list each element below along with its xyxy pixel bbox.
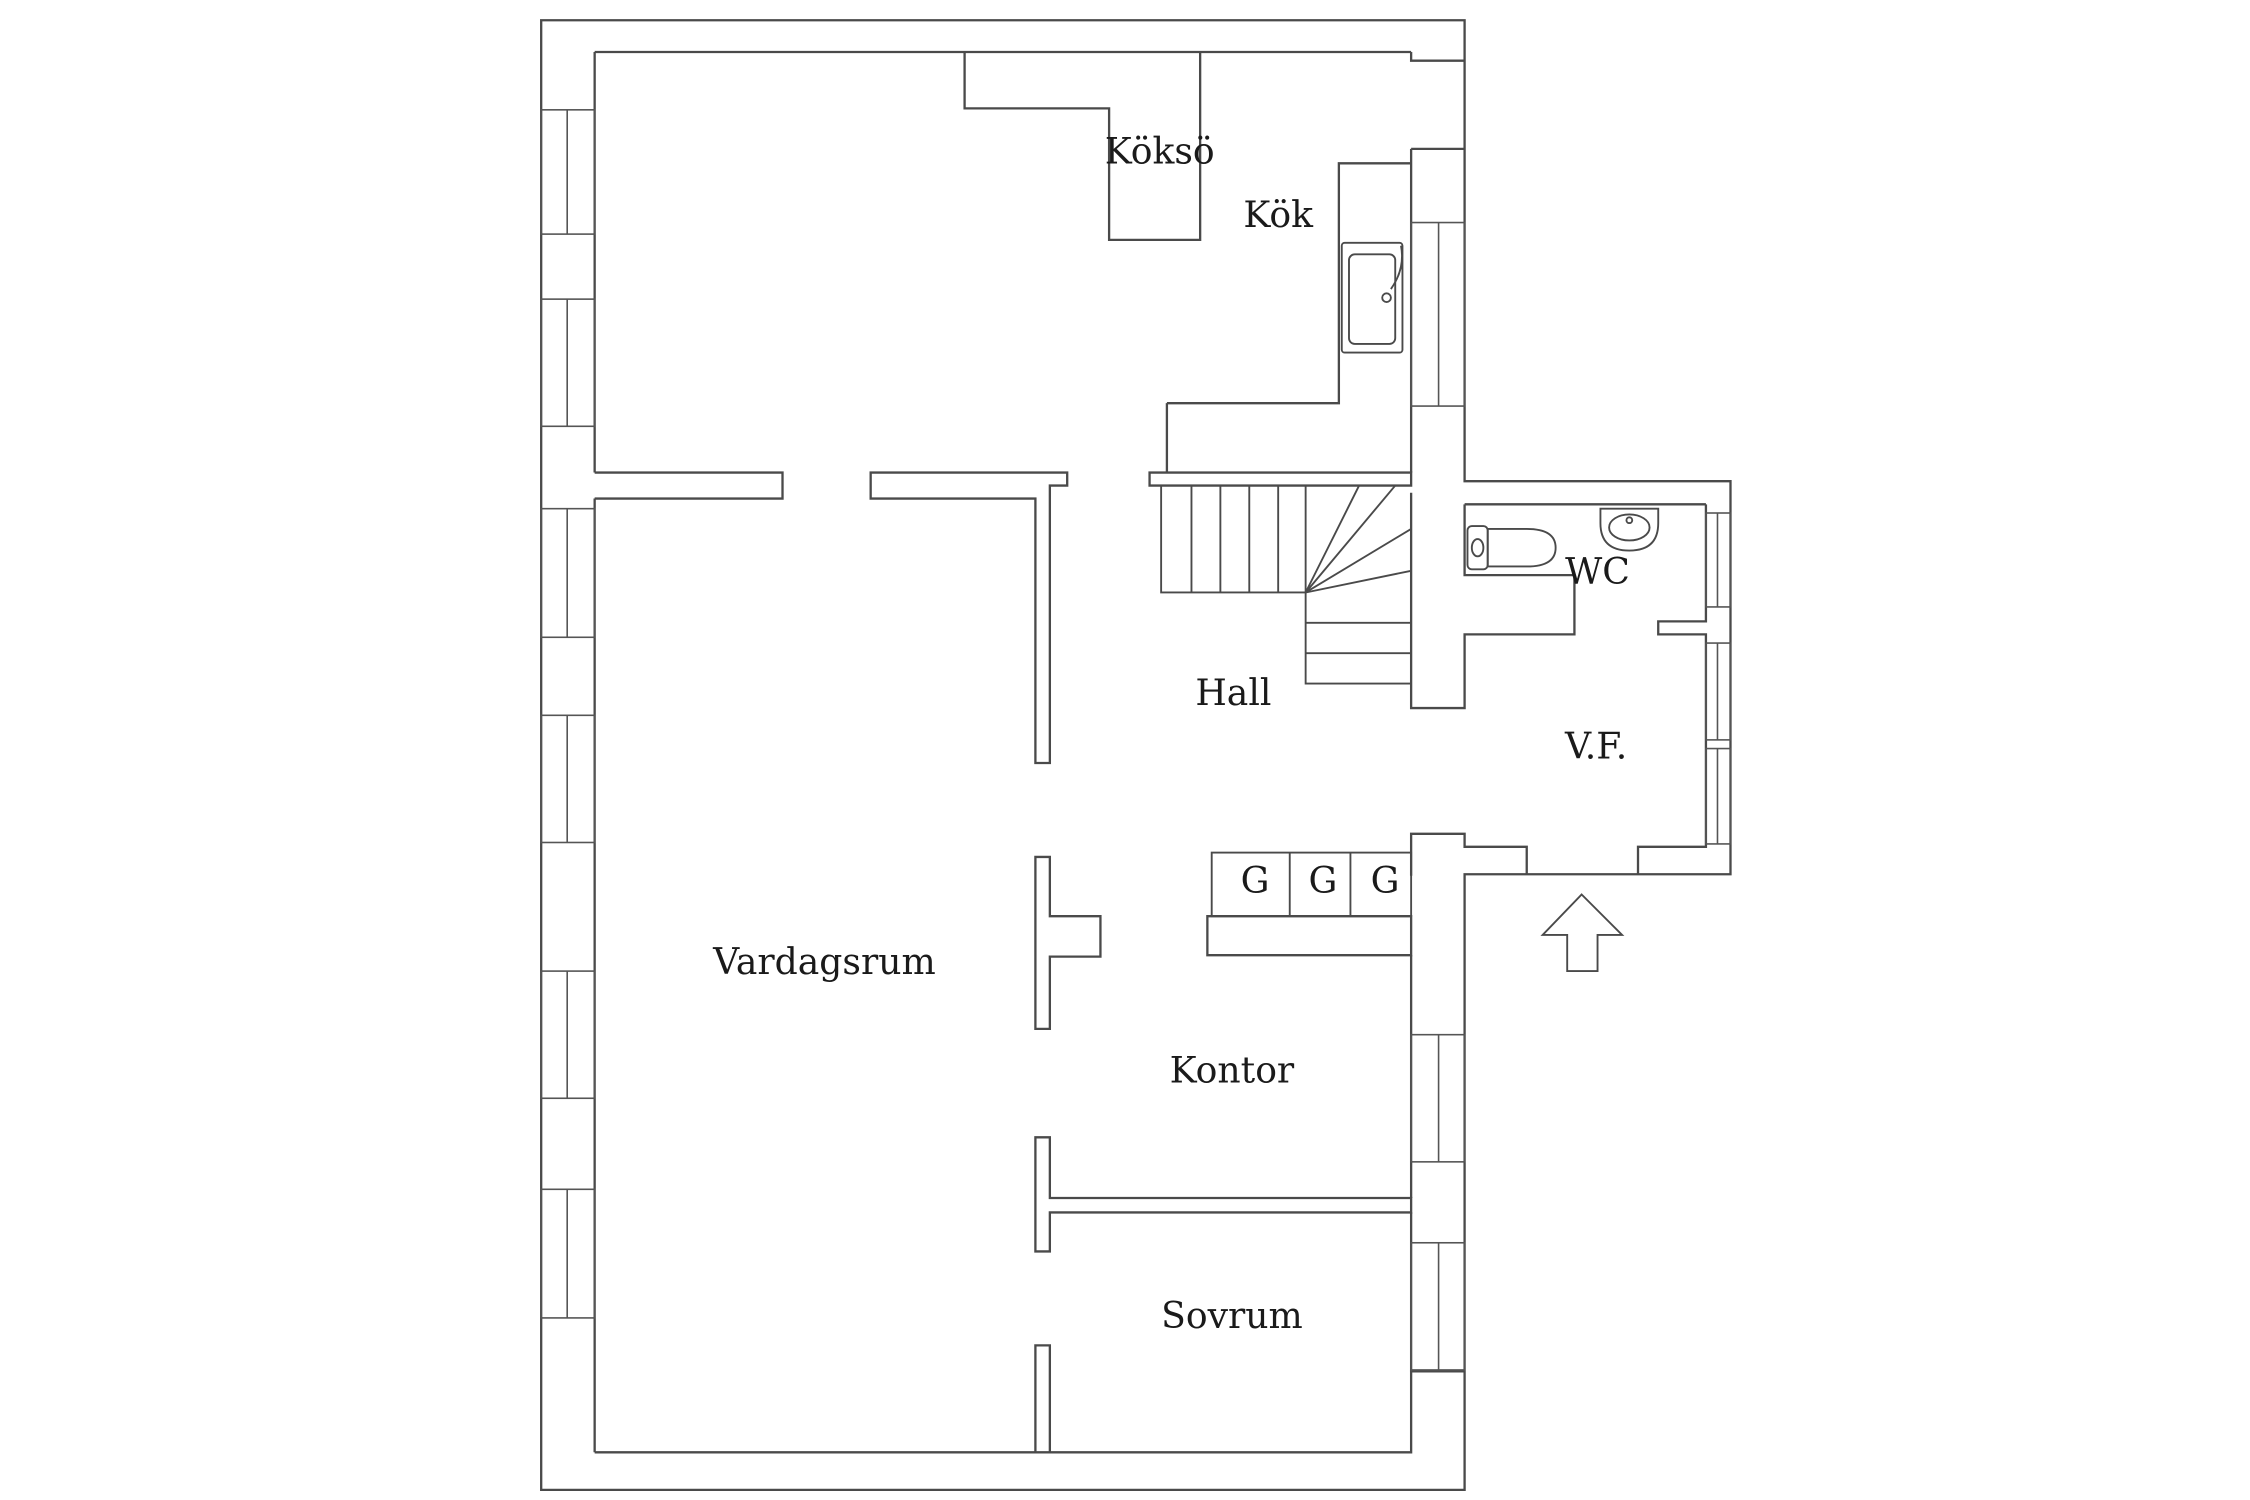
kitchen-sink-icon [1340,241,1404,354]
window-right-wc [1705,512,1732,608]
window-left-6 [540,1188,596,1319]
toilet-icon [1466,525,1557,571]
washbasin-icon [1599,507,1660,552]
windows [540,109,1732,1371]
wardrobe-label-2: G [1309,859,1338,902]
window-right-kok [1410,221,1466,407]
room-label-kok: Kök [1243,193,1314,236]
room-label-hall: Hall [1195,671,1271,714]
interior-walls [594,52,1413,1454]
window-left-4 [540,714,596,844]
wardrobe-label-3: G [1371,859,1400,902]
window-left-3 [540,507,596,639]
window-left-5 [540,970,596,1100]
window-right-vf-2 [1705,747,1732,845]
room-labels: Köksö Kök WC Hall V.F. Vardagsrum Kontor… [712,129,1630,1337]
entrance-arrow-icon [1540,893,1625,973]
staircase-icon [1160,484,1412,685]
room-label-kontor: Kontor [1170,1048,1295,1091]
window-right-kontor [1410,1033,1466,1163]
window-right-sovrum [1410,1241,1466,1371]
room-label-kokso: Köksö [1105,129,1215,172]
window-left-2 [540,298,596,428]
window-left-1 [540,109,596,235]
wardrobe-label-1: G [1241,859,1270,902]
room-label-wc: WC [1565,550,1630,593]
room-label-vf: V.F. [1564,725,1627,768]
room-label-sovrum: Sovrum [1161,1294,1303,1337]
window-right-vf-1 [1705,642,1732,741]
wardrobes [1210,851,1413,918]
room-label-vardagsrum: Vardagsrum [712,940,936,983]
